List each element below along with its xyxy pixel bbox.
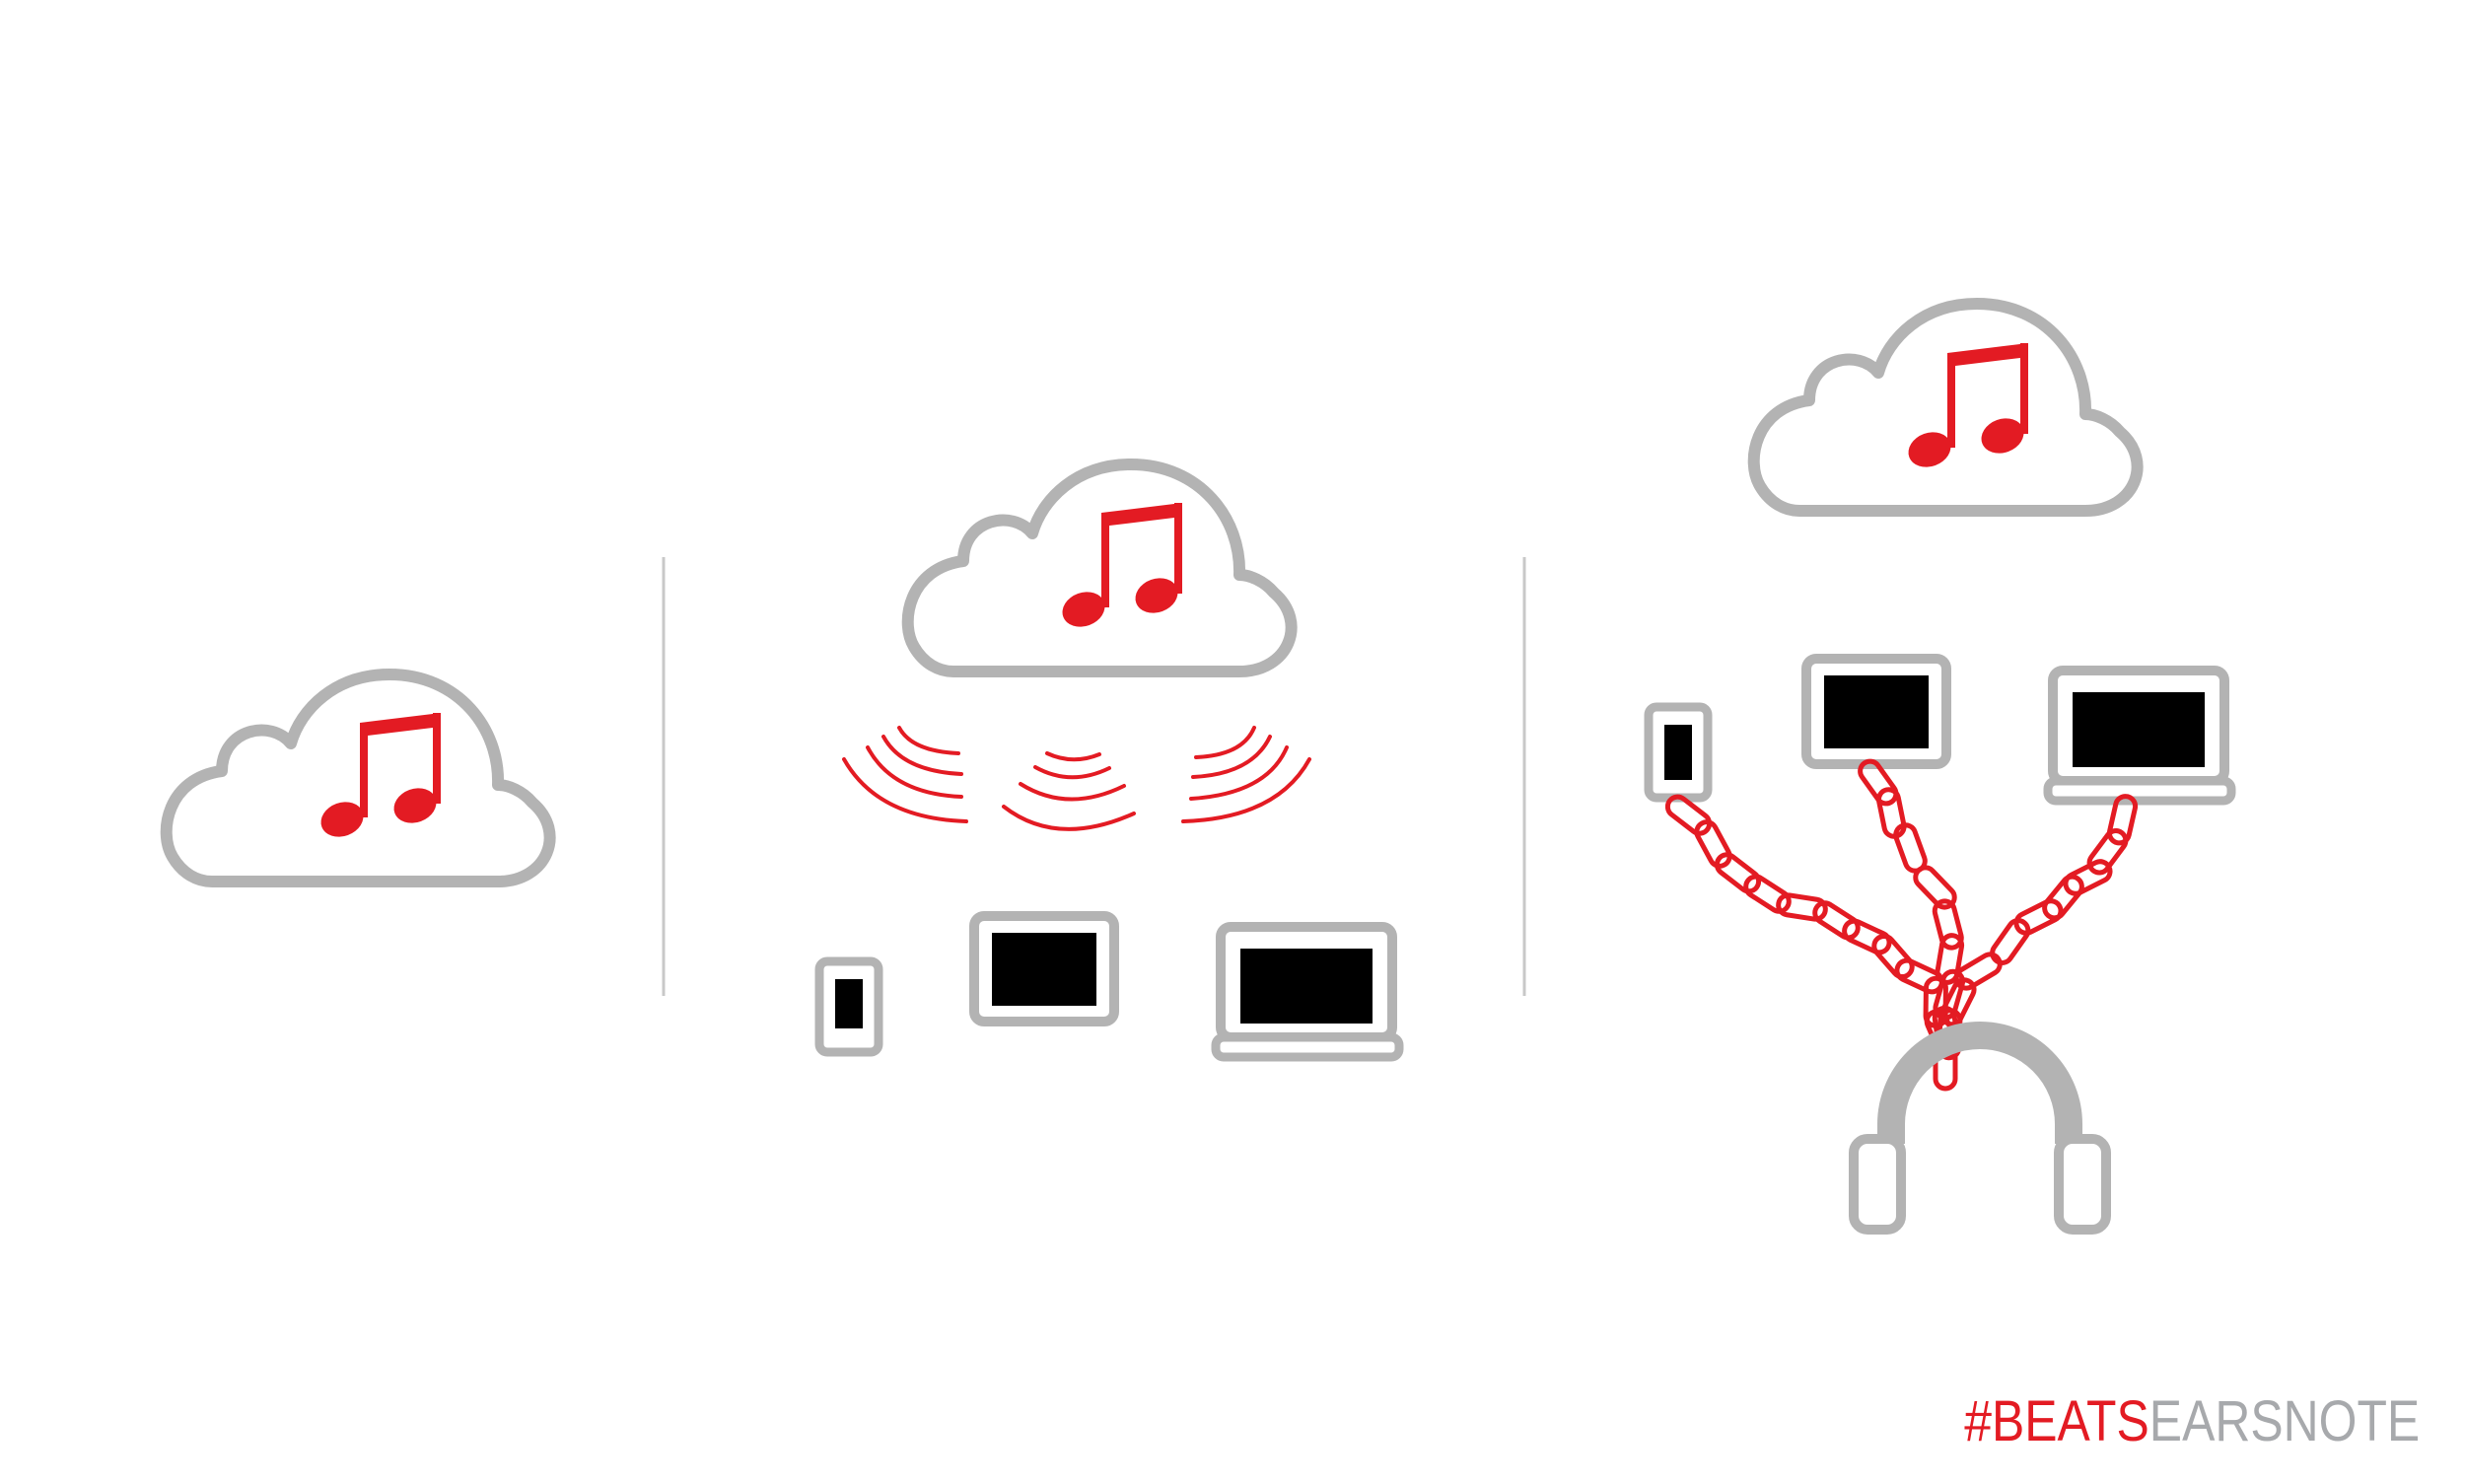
cloud-icon <box>908 464 1292 671</box>
chain-link <box>1812 900 1861 941</box>
laptop-icon <box>1211 922 1404 1062</box>
headphones-icon <box>1849 1022 2111 1235</box>
panel-cloud-devices-chained-headphones <box>1644 304 2236 1235</box>
cloud-icon <box>167 674 550 882</box>
panel-cloud-wireless-devices <box>814 464 1404 1062</box>
tablet-icon <box>1801 654 1951 769</box>
chain-link <box>2063 859 2113 896</box>
phone-icon <box>814 956 883 1057</box>
chain-link <box>1875 787 1907 839</box>
chain-link <box>2013 898 2064 936</box>
wireless-waves-icon <box>842 726 1311 831</box>
laptop-icon <box>2043 666 2236 806</box>
chain-link <box>2106 794 2139 846</box>
tablet-icon <box>969 911 1119 1026</box>
chain-link <box>1938 977 1977 1027</box>
phone-icon <box>1644 702 1713 803</box>
panel-cloud-only <box>167 674 550 882</box>
hashtag-branding: #BEATSEARSNOTE <box>1964 1393 2420 1450</box>
chain-link <box>1743 874 1792 914</box>
chain-link <box>1714 852 1762 894</box>
hashtag-rest: EARSNOTE <box>2148 1389 2420 1453</box>
chain-icon <box>1664 758 2139 1092</box>
hashtag-accent: #BEATS <box>1964 1389 2149 1453</box>
chain-link <box>1664 794 1713 836</box>
cloud-icon <box>1754 304 2138 511</box>
chain-link <box>1990 918 2031 965</box>
chain-link <box>1932 898 1964 951</box>
chain-link <box>2042 874 2084 921</box>
chain-link <box>2086 828 2129 876</box>
chain-link <box>1871 933 1915 980</box>
chain-link <box>1776 892 1828 922</box>
chain-link <box>1694 819 1732 869</box>
chain-link <box>1935 933 1965 985</box>
chain-link <box>1858 758 1899 807</box>
